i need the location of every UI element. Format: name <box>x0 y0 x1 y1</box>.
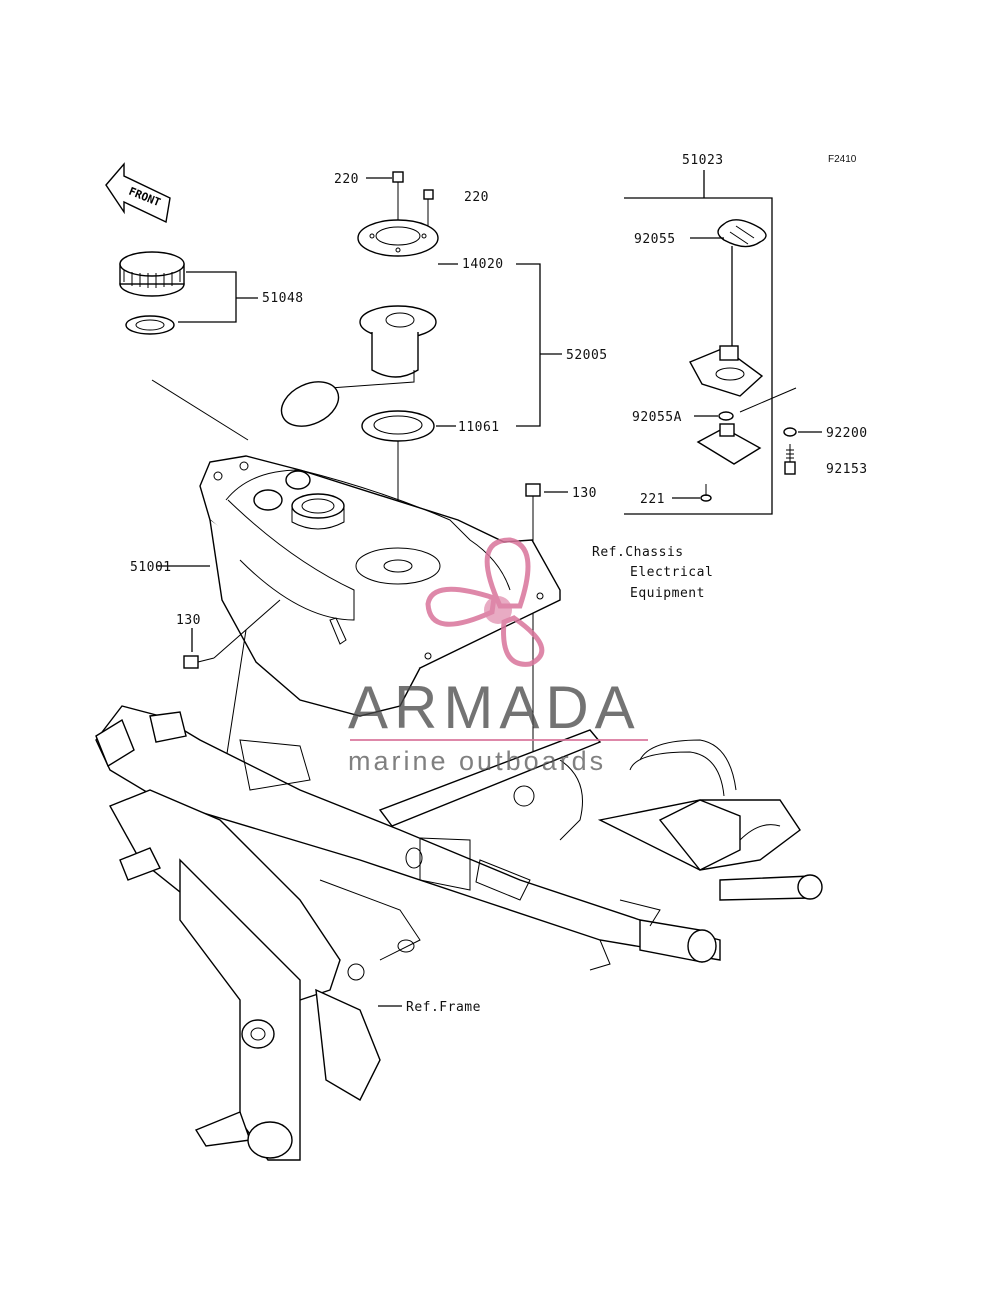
ref-chassis-line1: Ref.Chassis <box>592 545 684 560</box>
fuel-pump-52005 <box>280 305 437 427</box>
screw-221 <box>700 484 712 502</box>
label-92055: 92055 <box>634 232 676 247</box>
label-11061: 11061 <box>458 420 500 435</box>
sensor-bracket <box>696 423 762 465</box>
o-ring-92055A <box>718 411 734 421</box>
ref-chassis-line2: Electrical <box>630 565 713 580</box>
bolt-220-b <box>423 189 434 212</box>
bolt-220-a <box>392 171 404 200</box>
watermark: ARMADA marine outboards <box>348 537 648 776</box>
label-51023: 51023 <box>682 153 724 168</box>
fuel-cap-assembly <box>119 251 185 335</box>
fuel-tank-51001 <box>199 455 561 717</box>
bolt-130-b <box>183 655 215 669</box>
label-92055A: 92055A <box>632 410 682 425</box>
label-92153: 92153 <box>826 462 868 477</box>
pump-plate-14020 <box>357 219 439 257</box>
propeller-logo-icon <box>425 537 545 667</box>
ref-chassis-line3: Equipment <box>630 586 705 601</box>
label-14020: 14020 <box>462 257 504 272</box>
label-92200: 92200 <box>826 426 868 441</box>
figure-code: F2410 <box>828 154 857 165</box>
washer-92200 <box>783 427 797 437</box>
label-130-a: 130 <box>572 486 597 501</box>
label-52005: 52005 <box>566 348 608 363</box>
watermark-tagline: marine outboards <box>348 746 606 776</box>
gasket-92055 <box>717 219 767 248</box>
label-51048: 51048 <box>262 291 304 306</box>
label-130-b: 130 <box>176 613 201 628</box>
label-51001: 51001 <box>130 560 172 575</box>
watermark-brand: ARMADA <box>348 674 641 741</box>
label-220-a: 220 <box>334 172 359 187</box>
ref-frame: Ref.Frame <box>406 1000 481 1015</box>
label-220-b: 220 <box>464 190 489 205</box>
gasket-11061 <box>361 410 435 442</box>
motorcycle-frame <box>95 705 823 1161</box>
bolt-130-a <box>525 483 541 514</box>
bolt-92153 <box>784 444 796 475</box>
level-sensor-unit <box>689 246 764 397</box>
label-221: 221 <box>640 492 665 507</box>
front-arrow-icon: FRONT <box>105 162 171 224</box>
